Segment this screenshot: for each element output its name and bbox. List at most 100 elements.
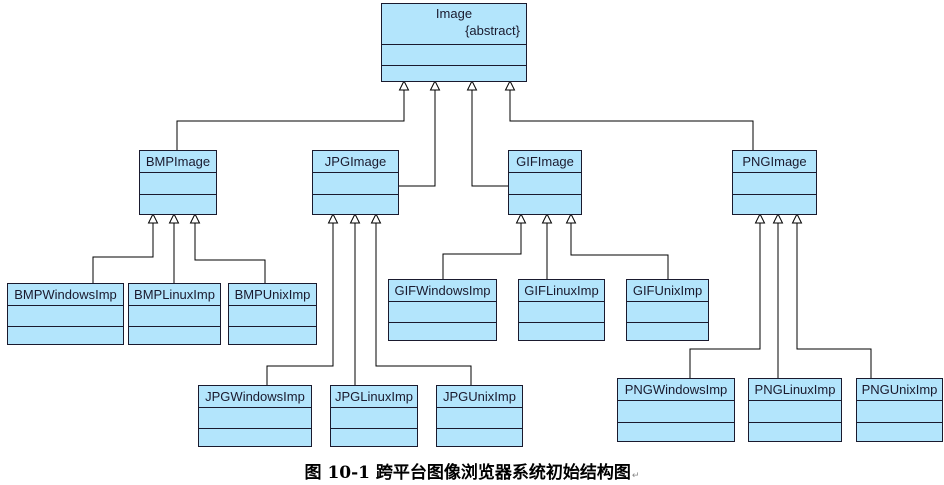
inheritance-jpgwin-to-jpg bbox=[266, 212, 339, 385]
class-box-jpgunix[interactable]: JPGUnixImp bbox=[436, 385, 523, 447]
class-box-frame bbox=[626, 279, 709, 341]
connector-line bbox=[689, 223, 761, 378]
class-name: GIFUnixImp bbox=[633, 283, 702, 298]
connector-line bbox=[92, 223, 154, 283]
class-box-frame bbox=[732, 150, 817, 215]
generalization-arrowhead-icon bbox=[791, 212, 803, 224]
class-box-frame bbox=[748, 378, 842, 442]
class-name: JPGWindowsImp bbox=[205, 389, 305, 404]
class-name: BMPUnixImp bbox=[235, 287, 311, 302]
class-name: GIFImage bbox=[516, 154, 574, 169]
generalization-arrowhead-icon bbox=[327, 212, 339, 224]
generalization-arrowhead-icon bbox=[147, 212, 159, 224]
class-box-frame bbox=[388, 279, 497, 341]
connector-line bbox=[375, 223, 472, 385]
inheritance-bmpunix-to-bmp bbox=[189, 212, 266, 283]
generalization-arrowhead-icon bbox=[189, 212, 201, 224]
figure-caption-text: 图 10-1 跨平台图像浏览器系统初始结构图 bbox=[304, 463, 631, 483]
inheritance-pnglin-to-png bbox=[772, 212, 784, 378]
generalization-arrowhead-icon bbox=[398, 79, 410, 91]
class-name: BMPLinuxImp bbox=[134, 287, 215, 302]
class-box-gifunix[interactable]: GIFUnixImp bbox=[626, 279, 709, 341]
generalization-arrowhead-icon bbox=[515, 212, 527, 224]
paragraph-mark-icon: ↵ bbox=[631, 471, 640, 481]
inheritance-jpglin-to-jpg bbox=[349, 212, 361, 385]
class-box-frame bbox=[856, 378, 943, 442]
class-box-frame bbox=[617, 378, 735, 442]
inheritance-pngwin-to-png bbox=[689, 212, 766, 378]
inheritance-giflin-to-gif bbox=[541, 212, 553, 279]
inheritance-gifwin-to-gif bbox=[442, 212, 527, 279]
inheritance-bmplin-to-bmp bbox=[168, 212, 180, 283]
class-box-gif[interactable]: GIFImage bbox=[508, 150, 582, 215]
class-name: BMPImage bbox=[146, 154, 210, 169]
class-name: BMPWindowsImp bbox=[14, 287, 117, 302]
connector-line bbox=[442, 223, 522, 279]
class-box-frame bbox=[330, 385, 418, 447]
connector-line bbox=[194, 223, 266, 283]
class-box-frame bbox=[139, 150, 217, 215]
class-box-png[interactable]: PNGImage bbox=[732, 150, 817, 215]
figure-caption: 图 10-1 跨平台图像浏览器系统初始结构图↵ bbox=[0, 458, 944, 483]
class-box-jpgwin[interactable]: JPGWindowsImp bbox=[198, 385, 312, 447]
class-box-frame bbox=[128, 283, 221, 345]
class-name: GIFWindowsImp bbox=[394, 283, 490, 298]
connector-line bbox=[176, 90, 405, 150]
class-box-bmpunix[interactable]: BMPUnixImp bbox=[228, 283, 317, 345]
inheritance-connectors bbox=[92, 79, 872, 385]
class-box-frame bbox=[7, 283, 124, 345]
class-name: JPGLinuxImp bbox=[335, 389, 413, 404]
class-box-bmplin[interactable]: BMPLinuxImp bbox=[128, 283, 221, 345]
class-stereotype: {abstract} bbox=[465, 23, 521, 38]
connector-line bbox=[398, 90, 436, 187]
connector-line bbox=[796, 223, 872, 378]
class-box-gifwin[interactable]: GIFWindowsImp bbox=[388, 279, 497, 341]
class-box-pngunix[interactable]: PNGUnixImp bbox=[856, 378, 943, 442]
inheritance-bmp-to-image bbox=[176, 79, 410, 150]
inheritance-png-to-image bbox=[504, 79, 754, 150]
inheritance-jpg-to-image bbox=[398, 79, 441, 187]
connector-line bbox=[509, 90, 754, 150]
class-box-frame bbox=[518, 279, 605, 341]
generalization-arrowhead-icon bbox=[772, 212, 784, 224]
connector-line bbox=[471, 90, 508, 187]
inheritance-bmpwin-to-bmp bbox=[92, 212, 159, 283]
class-name: PNGWindowsImp bbox=[625, 382, 728, 397]
class-name: PNGLinuxImp bbox=[755, 382, 836, 397]
class-box-pngwin[interactable]: PNGWindowsImp bbox=[617, 378, 735, 442]
class-name: GIFLinuxImp bbox=[524, 283, 598, 298]
generalization-arrowhead-icon bbox=[754, 212, 766, 224]
class-name: PNGImage bbox=[742, 154, 806, 169]
class-box-frame bbox=[508, 150, 582, 215]
inheritance-pngunix-to-png bbox=[791, 212, 872, 378]
connector-line bbox=[570, 223, 669, 279]
inheritance-gif-to-image bbox=[466, 79, 508, 187]
generalization-arrowhead-icon bbox=[349, 212, 361, 224]
generalization-arrowhead-icon bbox=[429, 79, 441, 91]
class-name: JPGImage bbox=[325, 154, 386, 169]
class-name: Image bbox=[436, 6, 472, 21]
generalization-arrowhead-icon bbox=[370, 212, 382, 224]
class-box-frame bbox=[312, 150, 399, 215]
class-box-giflin[interactable]: GIFLinuxImp bbox=[518, 279, 605, 341]
class-box-pnglin[interactable]: PNGLinuxImp bbox=[748, 378, 842, 442]
class-name: JPGUnixImp bbox=[443, 389, 516, 404]
class-box-image[interactable]: Image {abstract} bbox=[381, 3, 527, 82]
class-box-frame bbox=[381, 3, 527, 82]
inheritance-gifunix-to-gif bbox=[565, 212, 669, 279]
generalization-arrowhead-icon bbox=[466, 79, 478, 91]
generalization-arrowhead-icon bbox=[504, 79, 516, 91]
class-box-bmp[interactable]: BMPImage bbox=[139, 150, 217, 215]
class-box-bmpwin[interactable]: BMPWindowsImp bbox=[7, 283, 124, 345]
inheritance-jpgunix-to-jpg bbox=[370, 212, 472, 385]
class-box-frame bbox=[228, 283, 317, 345]
class-name: PNGUnixImp bbox=[862, 382, 938, 397]
generalization-arrowhead-icon bbox=[541, 212, 553, 224]
class-box-frame bbox=[436, 385, 523, 447]
class-box-jpglin[interactable]: JPGLinuxImp bbox=[330, 385, 418, 447]
class-box-frame bbox=[198, 385, 312, 447]
generalization-arrowhead-icon bbox=[168, 212, 180, 224]
class-box-jpg[interactable]: JPGImage bbox=[312, 150, 399, 215]
